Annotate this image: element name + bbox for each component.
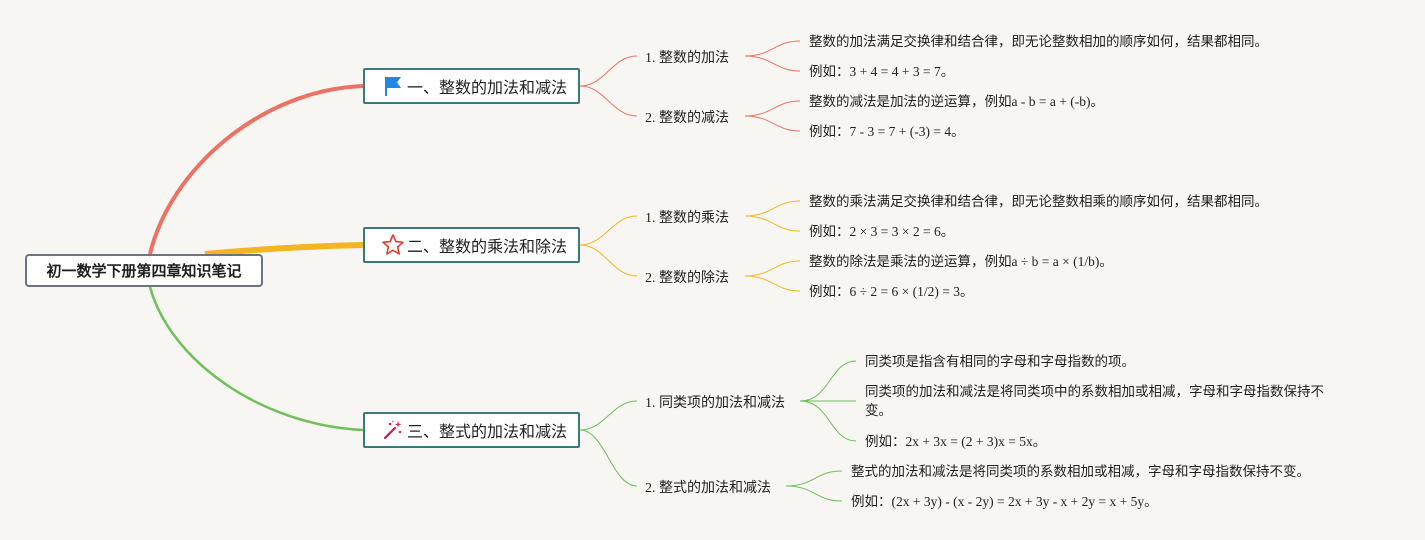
leaf-text[interactable]: 同类项的加法和减法是将同类项中的系数相加或相减，字母和字母指数保持不变。: [865, 384, 1324, 418]
subtopic-integer-addition[interactable]: 1. 整数的加法: [645, 51, 729, 66]
subtopic-like-terms[interactable]: 1. 同类项的加法和减法: [645, 396, 785, 411]
branch-title-2: 二、整数的乘法和除法: [407, 239, 568, 256]
leaf-text[interactable]: 例如：2 × 3 = 3 × 2 = 6。: [809, 224, 955, 239]
star-icon: [382, 234, 404, 255]
link-b3s2-l2: [785, 485, 843, 502]
link-b1s1-l1: [744, 40, 801, 57]
leaf-text[interactable]: 例如：6 ÷ 2 = 6 × (1/2) = 3。: [809, 284, 974, 299]
flag-icon: [385, 77, 401, 96]
leaf-text[interactable]: 例如：(2x + 3y) - (x - 2y) = 2x + 3y - x + …: [851, 494, 1158, 509]
leaf-text[interactable]: 整数的除法是乘法的逆运算，例如a ÷ b = a × (1/b)。: [809, 254, 1113, 269]
link-root-branch2: [204, 242, 364, 257]
link-b2s2-l2: [744, 275, 801, 292]
subtopic-integer-multiplication[interactable]: 1. 整数的乘法: [645, 211, 729, 226]
subtopic-integer-division[interactable]: 2. 整数的除法: [645, 271, 729, 286]
link-b2s2-l1: [744, 260, 801, 277]
link-b1s2-l2: [744, 115, 801, 132]
leaf-text[interactable]: 例如：2x + 3x = (2 + 3)x = 5x。: [865, 434, 1047, 449]
link-b1s1-l2: [744, 55, 801, 72]
leaf-text[interactable]: 同类项是指含有相同的字母和字母指数的项。: [865, 354, 1135, 369]
branch-title-3: 三、整式的加法和减法: [407, 424, 568, 441]
leaf-text[interactable]: 整数的乘法满足交换律和结合律，即无论整数相乘的顺序如何，结果都相同。: [809, 194, 1268, 209]
subtopic-polynomial-add-sub[interactable]: 2. 整式的加法和减法: [645, 481, 771, 496]
link-root-branch3: [148, 286, 364, 432]
magic-wand-icon: [383, 420, 402, 440]
link-b3s1-l3: [799, 400, 857, 442]
branch-title-1: 一、整数的加法和减法: [407, 80, 568, 97]
leaf-text[interactable]: 整数的减法是加法的逆运算，例如a - b = a + (-b)。: [809, 94, 1104, 109]
link-b3-s2: [579, 429, 638, 487]
link-b3-s1: [579, 400, 638, 431]
link-b2s1-l1: [744, 200, 801, 217]
branch-topic-1[interactable]: 一、整数的加法和减法: [363, 68, 580, 104]
link-b3s1-l1: [799, 360, 857, 402]
link-b3s2-l1: [785, 470, 843, 487]
leaf-text[interactable]: 整数的加法满足交换律和结合律，即无论整数相加的顺序如何，结果都相同。: [809, 34, 1268, 49]
link-b1-s1: [579, 55, 638, 87]
leaf-text[interactable]: 例如：7 - 3 = 7 + (-3) = 4。: [809, 124, 965, 139]
subtopic-integer-subtraction[interactable]: 2. 整数的减法: [645, 111, 729, 126]
link-b1s2-l1: [744, 100, 801, 117]
leaf-text[interactable]: 整式的加法和减法是将同类项的系数相加或相减，字母和字母指数保持不变。: [851, 464, 1310, 479]
branch-topic-2[interactable]: 二、整数的乘法和除法: [363, 227, 580, 263]
link-b2-s2: [579, 244, 638, 277]
link-root-branch1: [148, 84, 364, 255]
link-b1-s2: [579, 85, 638, 117]
branch-topic-3[interactable]: 三、整式的加法和减法: [363, 412, 580, 448]
leaf-text[interactable]: 例如：3 + 4 = 4 + 3 = 7。: [809, 64, 955, 79]
root-topic[interactable]: 初一数学下册第四章知识笔记: [25, 254, 263, 287]
link-b2-s1: [579, 215, 638, 246]
link-b2s1-l2: [744, 215, 801, 232]
